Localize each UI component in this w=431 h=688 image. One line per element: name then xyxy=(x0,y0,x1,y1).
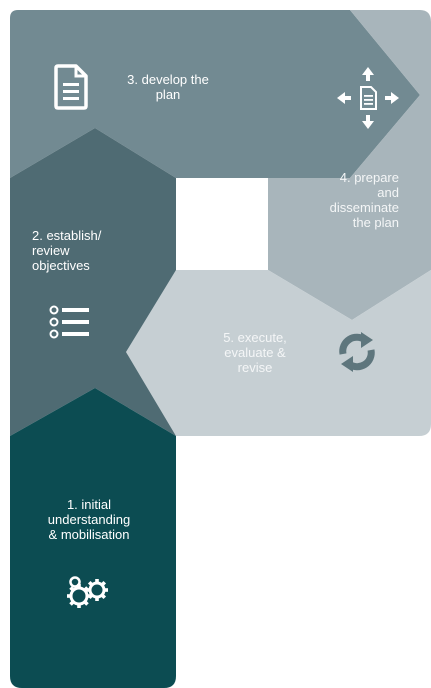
step-3-shape xyxy=(10,10,420,178)
step-2-shape xyxy=(10,128,176,436)
step-1-shape xyxy=(10,388,176,688)
gears-icon xyxy=(67,576,108,608)
refresh-cycle-icon xyxy=(339,332,375,372)
step-4-label: 4. prepare and disseminate the plan xyxy=(329,170,399,230)
checklist-icon xyxy=(49,305,89,339)
step-1-label: 1. initial understanding & mobilisation xyxy=(47,497,131,542)
step-5-label: 5. execute, evaluate & revise xyxy=(223,330,287,375)
step-3-label: 3. develop the plan xyxy=(127,72,209,102)
step-4-shape xyxy=(268,10,431,320)
step-2-label: 2. establish/ review objectives xyxy=(32,228,102,273)
document-arrows-icon xyxy=(337,67,399,129)
document-icon xyxy=(54,64,88,110)
step-5-shape xyxy=(126,270,431,436)
